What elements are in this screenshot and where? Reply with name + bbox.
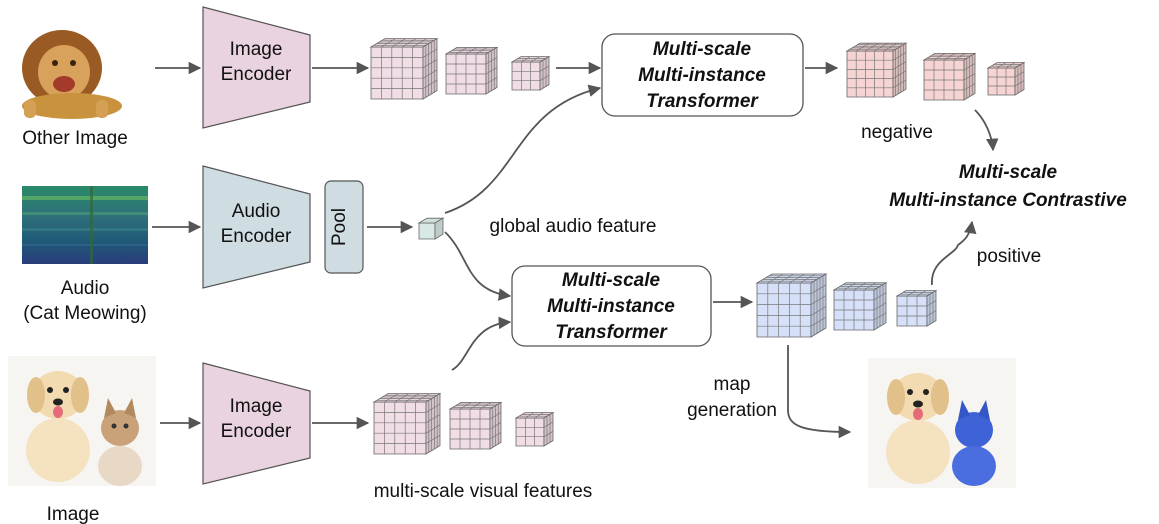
cube-audio xyxy=(417,217,445,240)
arrow-positive-to-contrastive xyxy=(931,220,977,286)
image-encoder-top: Image Encoder xyxy=(202,6,311,129)
image-encoder-bottom: Image Encoder xyxy=(202,362,311,485)
cube-neg-large-side xyxy=(892,42,907,98)
arrow-negative-to-contrastive xyxy=(974,109,999,152)
transformer-top-box: Multi-scale Multi-instance Transformer xyxy=(601,33,804,117)
image-label: Image xyxy=(47,504,100,524)
cube-neg-large-front xyxy=(846,50,894,98)
transformer-bottom-line2: Multi-instance xyxy=(547,296,675,317)
map-generation-line2: generation xyxy=(687,400,777,421)
image-encoder-bottom-line1: Image xyxy=(230,396,283,417)
cube-bottom-small-front xyxy=(515,417,545,447)
cube-top-large-front xyxy=(370,46,424,100)
audio-encoder-line1: Audio xyxy=(232,201,281,222)
lion-image xyxy=(22,30,122,119)
cube-bottom-large xyxy=(372,392,442,455)
pool-label: Pool xyxy=(329,208,350,246)
cube-neg-small xyxy=(986,61,1026,96)
pool-block: Pool xyxy=(324,180,364,274)
cube-pos-medium xyxy=(832,282,888,331)
cube-pos-small xyxy=(895,289,938,327)
multi-scale-visual-features-label: multi-scale visual features xyxy=(374,481,593,502)
transformer-top-line2: Multi-instance xyxy=(638,65,766,86)
cube-top-small xyxy=(510,55,551,91)
cube-neg-large xyxy=(845,42,908,98)
cube-bottom-large-front xyxy=(373,401,427,455)
cube-top-small-front xyxy=(511,61,541,91)
positive-label: positive xyxy=(977,246,1041,267)
dog-cat-image xyxy=(8,356,156,486)
cube-top-small-side xyxy=(539,55,550,91)
audio-encoder: Audio Encoder xyxy=(202,165,311,289)
arrows xyxy=(152,61,999,439)
transformer-top-line3: Transformer xyxy=(646,91,759,112)
transformer-bottom-line3: Transformer xyxy=(555,322,668,343)
feature-cubes xyxy=(369,37,1026,455)
transformer-top-line1: Multi-scale xyxy=(653,39,752,60)
contrastive-line1: Multi-scale xyxy=(959,162,1058,183)
output-localization-image xyxy=(868,358,1016,488)
audio-label: Audio xyxy=(61,278,110,299)
cube-pos-large xyxy=(755,273,828,338)
cube-pos-small-side xyxy=(926,289,937,327)
arrow-visual-to-transformer-bottom xyxy=(451,316,512,371)
image-encoder-top-line1: Image xyxy=(230,39,283,60)
cube-pos-large-front xyxy=(756,282,812,338)
image-encoder-top-line2: Encoder xyxy=(221,64,292,85)
arrow-audio-to-transformer-bottom xyxy=(444,231,512,301)
cube-bottom-medium xyxy=(448,401,503,450)
contrastive-line2: Multi-instance Contrastive xyxy=(889,190,1127,211)
image-encoder-bottom-line2: Encoder xyxy=(221,421,292,442)
global-audio-feature-label: global audio feature xyxy=(490,216,657,237)
audio-sublabel: (Cat Meowing) xyxy=(23,303,147,324)
cube-top-medium xyxy=(444,46,499,95)
arrow-audio-to-transformer-top xyxy=(444,84,602,214)
other-image-label: Other Image xyxy=(22,128,128,149)
map-generation-line1: map xyxy=(714,374,751,395)
cube-neg-medium xyxy=(922,52,977,101)
cube-neg-small-side xyxy=(1014,61,1025,96)
cube-audio-side xyxy=(434,217,444,240)
negative-label: negative xyxy=(861,122,933,143)
audio-encoder-line2: Encoder xyxy=(221,226,292,247)
cube-top-large xyxy=(369,37,439,100)
transformer-bottom-box: Multi-scale Multi-instance Transformer xyxy=(511,265,712,347)
cube-bottom-small-side xyxy=(543,411,554,447)
cube-pos-large-side xyxy=(810,273,827,338)
transformer-bottom-line1: Multi-scale xyxy=(562,270,661,291)
spectrogram-image xyxy=(22,186,148,264)
arrow-map-generation xyxy=(787,345,852,439)
cube-bottom-small xyxy=(514,411,555,447)
cube-audio-front xyxy=(418,222,436,240)
cube-neg-small-front xyxy=(987,67,1016,96)
cube-pos-small-front xyxy=(896,295,928,327)
cube-bottom-large-side xyxy=(425,392,441,455)
cube-top-large-side xyxy=(422,37,438,100)
